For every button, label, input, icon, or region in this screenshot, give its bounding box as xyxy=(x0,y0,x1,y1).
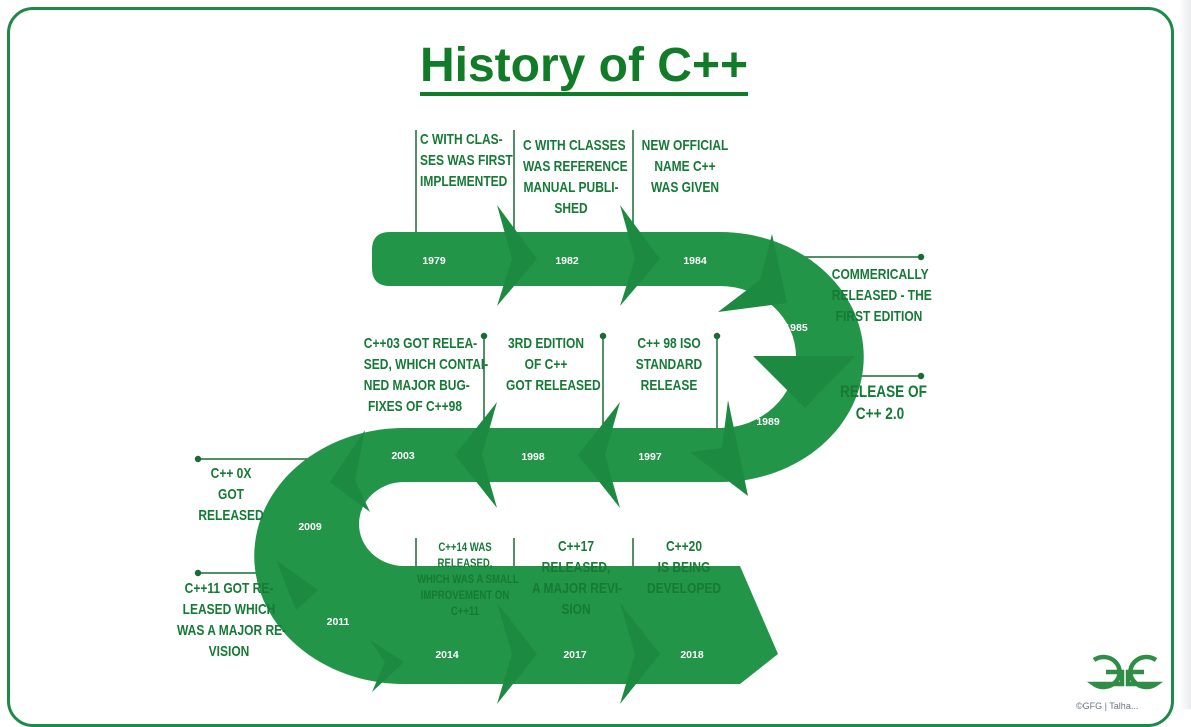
page-title: History of C++ xyxy=(0,38,1168,96)
year-2014: 2014 xyxy=(435,649,459,661)
road-chevrons xyxy=(276,205,855,704)
timeline-road: 1979 1982 1984 1985 1989 1997 1998 2003 … xyxy=(194,130,925,704)
year-2018: 2018 xyxy=(680,649,704,661)
footer-caption: ©GFG | Talha... xyxy=(1076,701,1139,711)
year-1979: 1979 xyxy=(422,255,446,267)
road-band xyxy=(254,232,864,684)
year-1997: 1997 xyxy=(638,451,662,463)
year-2003: 2003 xyxy=(391,450,415,462)
page-title-text: History of C++ xyxy=(419,39,749,96)
year-1998: 1998 xyxy=(521,451,545,463)
year-1989: 1989 xyxy=(756,416,780,428)
viewer-edge xyxy=(1179,0,1191,709)
year-2011: 2011 xyxy=(327,616,350,628)
year-1985: 1985 xyxy=(784,322,808,334)
year-labels: 1979 1982 1984 1985 1989 1997 1998 2003 … xyxy=(298,255,808,661)
year-1984: 1984 xyxy=(683,255,707,267)
milestone-2003-text: C++03 GOT RELEA-SED, WHICH CONTAI-NED MA… xyxy=(363,335,489,415)
year-1982: 1982 xyxy=(555,255,579,267)
geeksforgeeks-logo-icon xyxy=(1086,654,1164,690)
year-2009: 2009 xyxy=(298,521,322,533)
year-2017: 2017 xyxy=(563,649,587,661)
